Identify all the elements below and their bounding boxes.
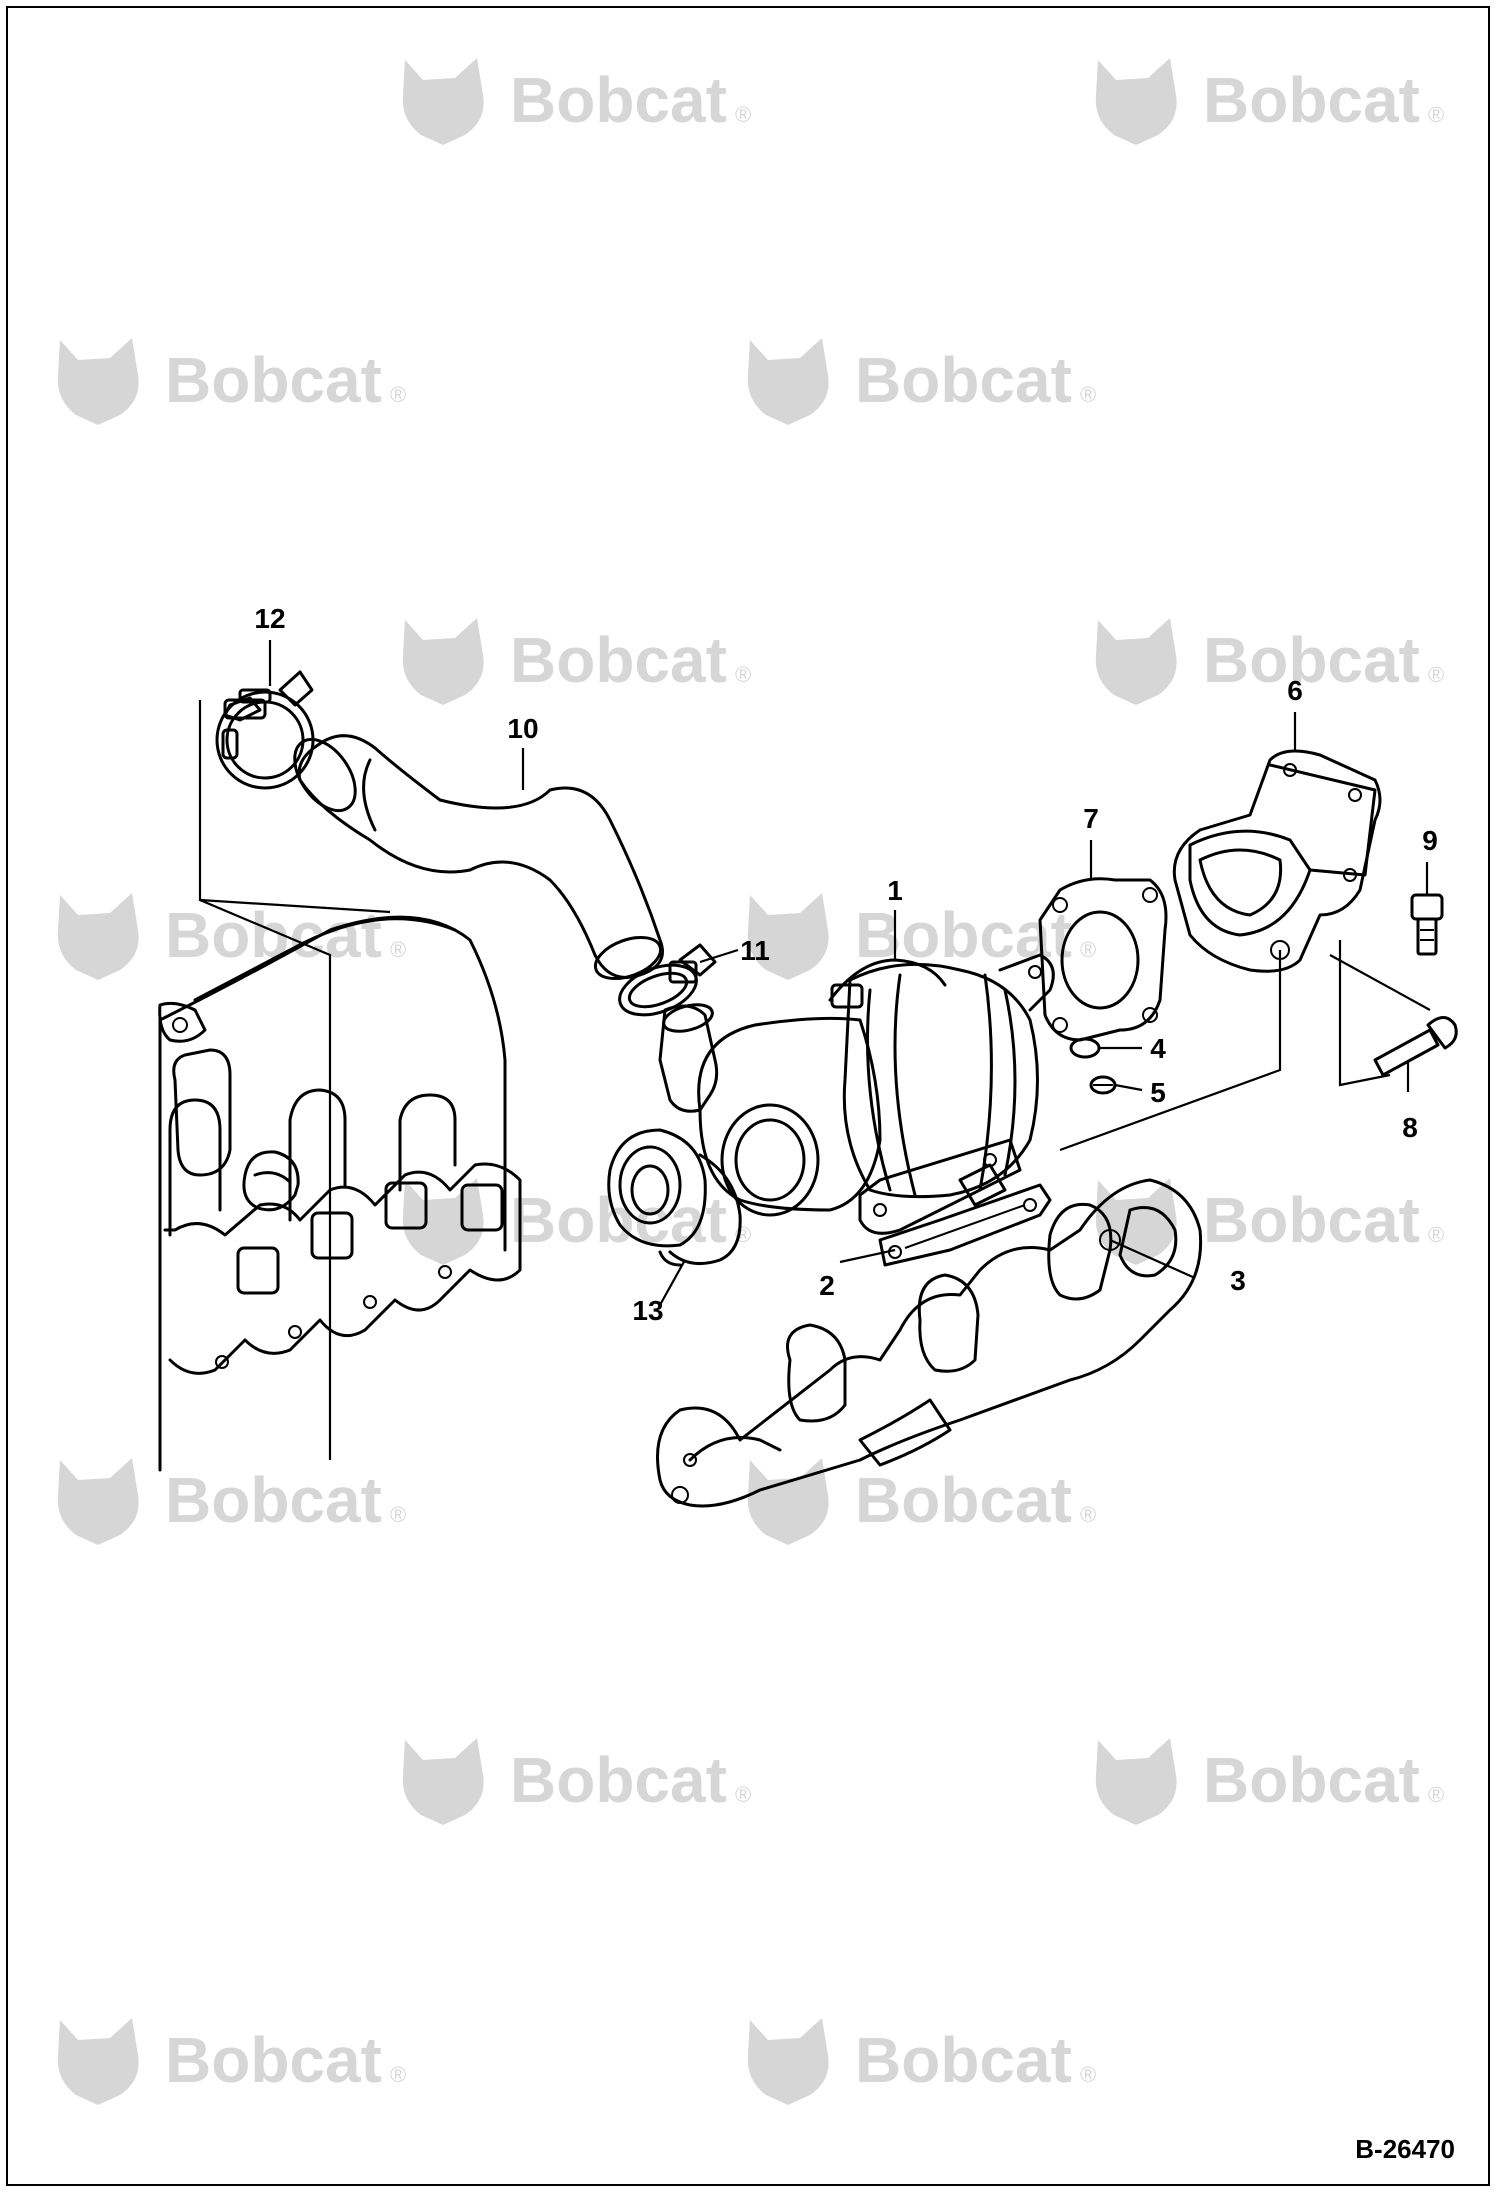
watermark: Bobcat® [57,893,406,980]
watermark-registered-mark: ® [735,102,751,127]
watermark-brand: Bobcat [1203,1744,1420,1816]
watermark: Bobcat ® [1095,1178,1444,1265]
watermark-registered-mark: ® [1428,1222,1444,1247]
watermark: Bobcat ® [747,2018,1096,2105]
watermark-logo-icon [57,338,139,425]
watermark-logo-icon [1095,1738,1177,1825]
callout-8: 8 [1402,1112,1418,1143]
watermark-logo-icon [747,893,829,980]
callout-12: 12 [254,603,285,634]
watermark: Bobcat ® [57,2018,406,2105]
watermark-registered-mark: ® [1080,1502,1096,1527]
clamp-12-bracket [198,700,391,1460]
exhaust-elbow-6 [1172,749,1382,973]
callout-1: 1 [887,875,903,906]
watermark-layer: Bobcat ® Bobcat ® Bobcat ® Bobcat ® Bobcat ® Bobca… [57,58,1444,2105]
callout-9: 9 [1422,825,1438,856]
watermark: Bobcat ® [57,1458,406,1545]
watermark-logo-icon [57,893,139,980]
watermark-logo-icon [402,1738,484,1825]
watermark: Bobcat ® [747,338,1096,425]
watermark: Bobcat ® [747,1458,1096,1545]
watermark-brand: Bobcat [165,1464,382,1536]
callout-10: 10 [507,713,538,744]
watermark-registered-mark: ® [390,2062,406,2087]
watermark-logo-icon [57,1458,139,1545]
watermark-logo-icon [57,2018,139,2105]
watermark-brand: Bobcat [1203,1184,1420,1256]
watermark-registered-mark: ® [390,382,406,407]
washer-5 [1089,1075,1117,1095]
bracket-lines [1059,940,1431,1152]
watermark-logo-icon [747,1458,829,1545]
watermark-brand: Bobcat [165,2024,382,2096]
watermark-logo-icon [1095,58,1177,145]
watermark: Bobcat ® [402,58,751,145]
watermark-registered-mark: ® [1428,1782,1444,1807]
leader-lines [268,640,1429,1306]
watermark-registered-mark: ® [1080,2062,1096,2087]
watermark-logo-icon [747,338,829,425]
watermark-registered-mark: ® [1428,662,1444,687]
watermark-logo-icon [402,1178,484,1265]
watermark: Bobcat ® [1095,58,1444,145]
watermark-registered-mark: ® [1080,937,1096,962]
stud-bolt-8 [1373,1016,1458,1077]
watermark: Bobcat ® [1095,618,1444,705]
watermark-logo-icon [747,2018,829,2105]
watermark-brand: Bobcat [855,1464,1072,1536]
figure-reference: B-26470 [1355,2134,1455,2164]
watermark-brand: Bobcat [855,2024,1072,2096]
watermark: Bobcat ® [402,618,751,705]
watermark-brand: Bobcat [1203,624,1420,696]
turbocharger-1 [658,953,1055,1235]
bolt-9 [1410,893,1444,956]
intake-manifold [158,915,522,1472]
callout-labels: 12 10 1 7 6 9 8 11 4 5 2 3 13 [254,603,1437,1326]
watermark-brand: Bobcat [510,64,727,136]
callout-4: 4 [1150,1033,1166,1064]
callout-11: 11 [740,935,770,966]
watermark-registered-mark: ® [1080,382,1096,407]
callout-3: 3 [1230,1265,1246,1296]
watermark: Bobcat® [747,893,1096,980]
watermark-brand: Bobcat [510,1744,727,1816]
actuator-13 [607,1128,742,1267]
watermark-brand: Bobcat [855,344,1072,416]
gasket-7 [1038,877,1168,1042]
nut-4 [1069,1037,1101,1059]
watermark: Bobcat ® [1095,1738,1444,1825]
callout-7: 7 [1083,803,1099,834]
watermark: Bobcat ® [57,338,406,425]
watermark-brand: Bobcat [165,344,382,416]
watermark-registered-mark: ® [390,1502,406,1527]
callout-6: 6 [1287,675,1303,706]
callout-13: 13 [632,1295,663,1326]
watermark-logo-icon [402,58,484,145]
watermark-brand: Bobcat [510,624,727,696]
watermark-registered-mark: ® [735,662,751,687]
diagram-frame [6,6,1490,2186]
watermark-logo-icon [1095,618,1177,705]
watermark-registered-mark: ® [390,937,406,962]
watermark-logo-icon [402,618,484,705]
watermark-registered-mark: ® [1428,102,1444,127]
callout-2: 2 [819,1270,835,1301]
exhaust-manifold-3 [656,1178,1203,1508]
watermark-brand: Bobcat [1203,64,1420,136]
watermark: Bobcat ® [402,1738,751,1825]
callout-5: 5 [1150,1077,1166,1108]
watermark-registered-mark: ® [735,1782,751,1807]
